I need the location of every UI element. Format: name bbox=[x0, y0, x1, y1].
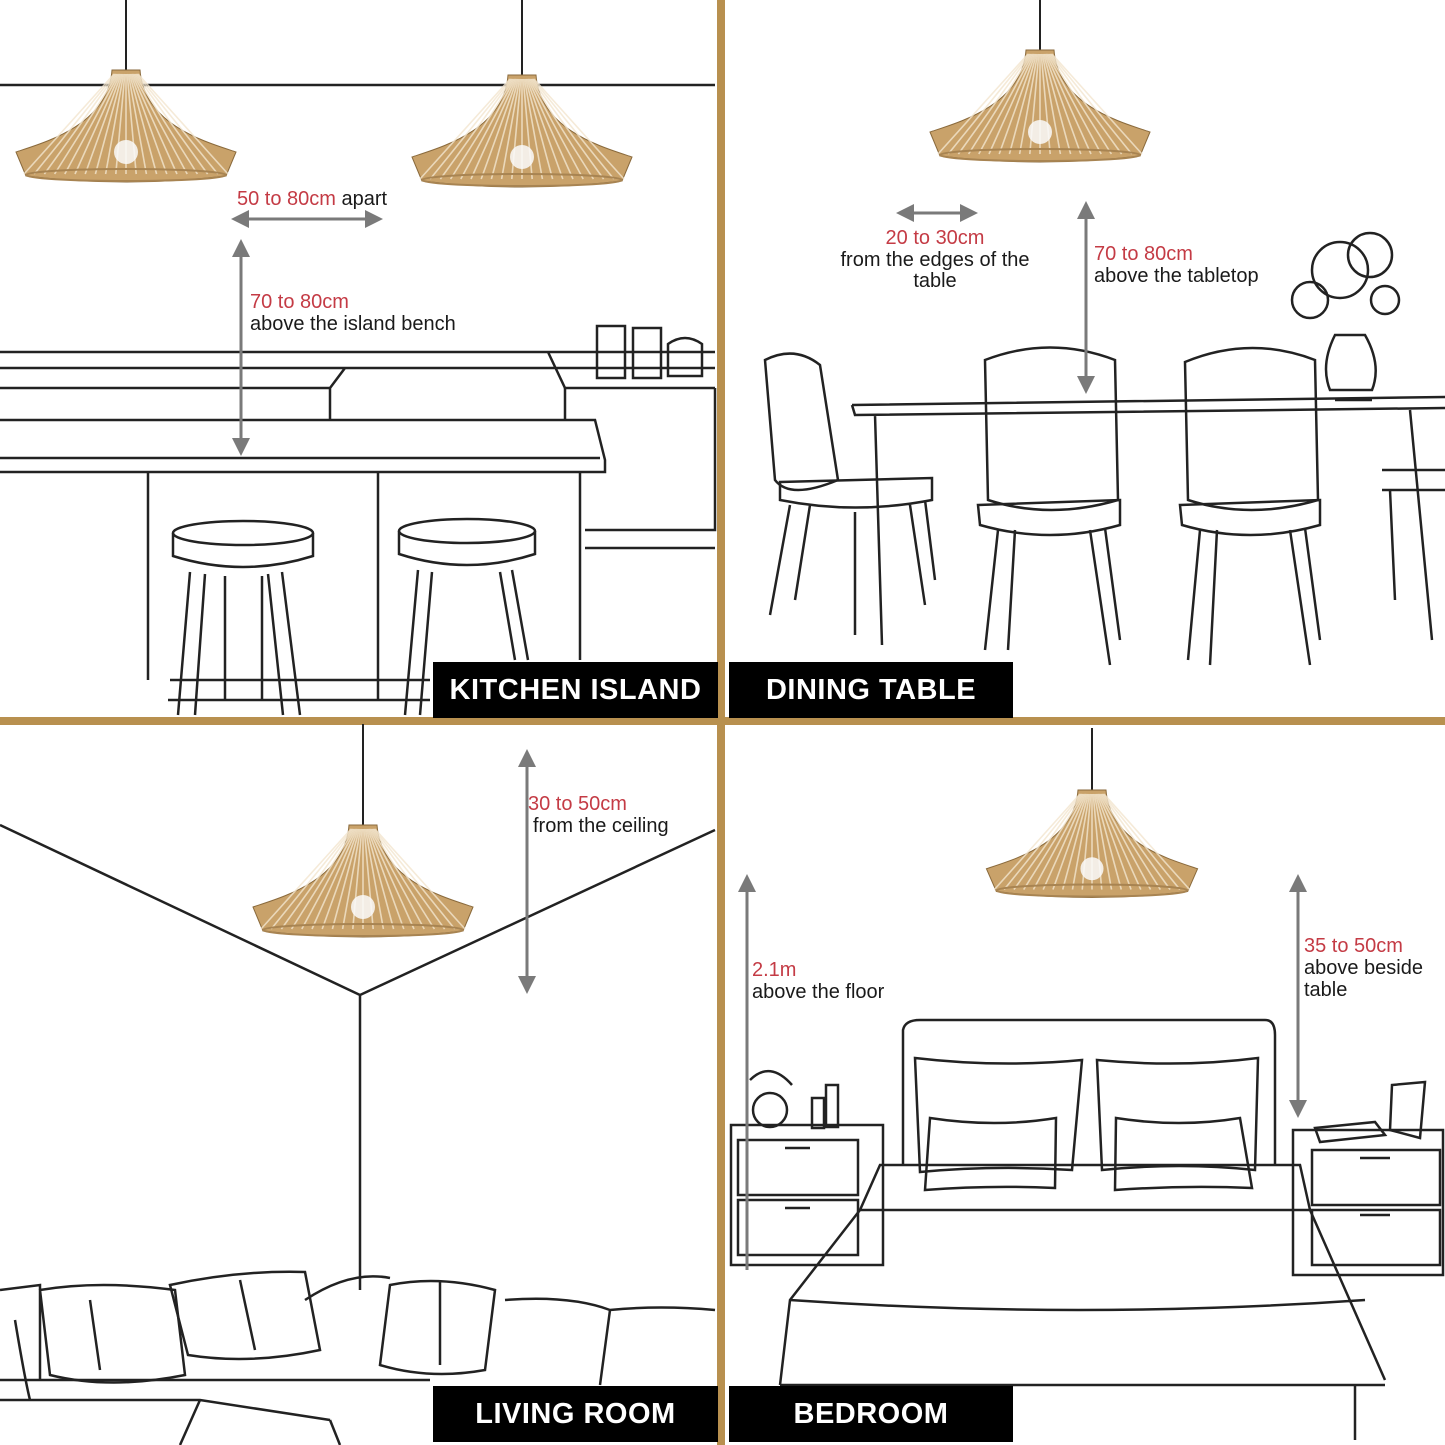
pendant-lamp bbox=[15, 0, 237, 183]
height-description: above the tabletop bbox=[1094, 265, 1259, 287]
bedside-height-value: 35 to 50cm bbox=[1304, 935, 1403, 957]
horizontal-divider bbox=[0, 717, 1445, 725]
spacing-value: 50 to 80cm bbox=[237, 188, 336, 210]
edge-spacing-description: from the edges of the bbox=[840, 249, 1030, 271]
pendant-lamp bbox=[411, 0, 633, 188]
bulb-icon bbox=[351, 895, 375, 919]
edge-spacing-description: table bbox=[913, 270, 957, 292]
ceiling-drop-value: 30 to 50cm bbox=[528, 793, 627, 815]
kitchen-sketch bbox=[0, 83, 717, 716]
height-description: above the island bench bbox=[250, 313, 456, 335]
height-value: 70 to 80cm bbox=[250, 291, 349, 313]
dining-sketch bbox=[763, 231, 1445, 666]
bedside-height-description: above beside bbox=[1304, 957, 1423, 979]
panel-label-living-room: LIVING ROOM bbox=[433, 1386, 718, 1442]
bedroom-sketch bbox=[729, 1018, 1445, 1440]
bulb-icon bbox=[510, 145, 534, 169]
living-room-sketch bbox=[0, 823, 716, 1445]
ceiling-drop-description: from the ceiling bbox=[533, 815, 669, 837]
panel-label-dining-table: DINING TABLE bbox=[729, 662, 1013, 718]
panel-label-kitchen-island: KITCHEN ISLAND bbox=[433, 662, 718, 718]
height-value: 70 to 80cm bbox=[1094, 243, 1193, 265]
floor-height-value: 2.1m bbox=[752, 959, 797, 981]
floor-height-description: above the floor bbox=[752, 981, 885, 1003]
spacing-description: apart bbox=[341, 188, 388, 210]
panel-label-bedroom: BEDROOM bbox=[729, 1386, 1013, 1442]
bulb-icon bbox=[1080, 857, 1104, 881]
pendant-lamp bbox=[929, 0, 1151, 163]
edge-spacing-value: 20 to 30cm bbox=[885, 227, 985, 249]
pendant-lamp bbox=[985, 728, 1199, 899]
bedside-height-description: table bbox=[1304, 979, 1348, 1001]
spacing-annotation: 50 to 80cm apart bbox=[237, 188, 387, 210]
pendant-lamp bbox=[252, 724, 474, 938]
bulb-icon bbox=[114, 140, 138, 164]
bulb-icon bbox=[1028, 120, 1052, 144]
